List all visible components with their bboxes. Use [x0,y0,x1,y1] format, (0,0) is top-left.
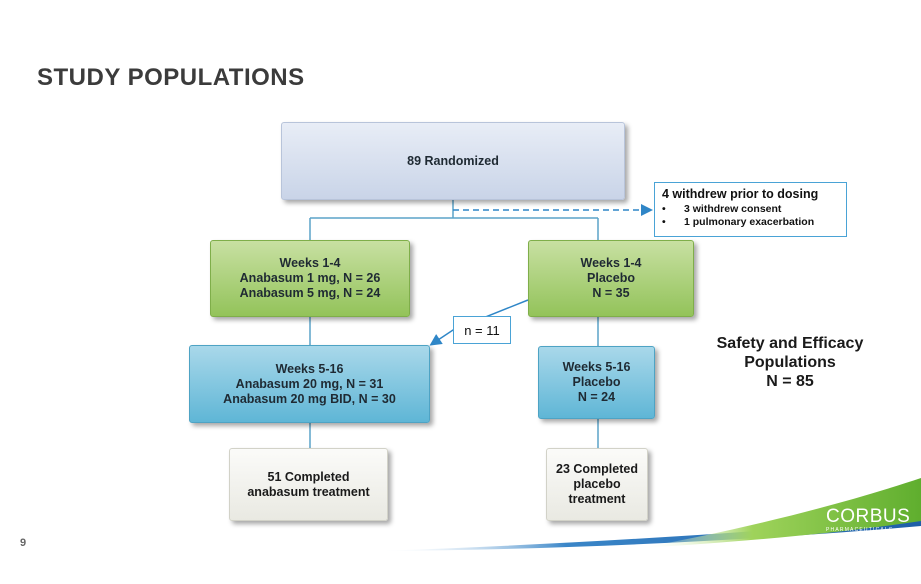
box-line: Anabasum 20 mg, N = 31 [235,376,384,391]
logo-brand: CORBUS [826,506,911,527]
crossover-count-box: n = 11 [453,316,511,344]
box-line: N = 35 [592,286,630,300]
randomized-box: 89 Randomized [281,122,625,200]
placebo-completed-box: 23 Completed placebo treatment [546,448,648,521]
randomized-label: 89 Randomized [407,153,499,168]
safety-line: N = 85 [766,373,814,390]
box-line: treatment [568,492,626,506]
withdrew-item: • 1 pulmonary exacerbation [662,216,839,229]
withdrew-item-text: 1 pulmonary exacerbation [684,216,815,228]
box-line: Weeks 5-16 [562,360,631,374]
withdrew-item: • 3 withdrew consent [662,203,839,216]
active-completed-box: 51 Completed anabasum treatment [229,448,388,521]
withdrew-heading: 4 withdrew prior to dosing [662,187,819,201]
corbus-logo: CORBUS PHARMACEUTICALS [826,506,918,546]
box-line: placebo [573,477,621,491]
box-line: anabasum treatment [247,484,370,499]
safety-line: Safety and Efficacy [716,335,864,352]
bullet-icon: • [662,203,666,215]
withdrew-box: 4 withdrew prior to dosing • 3 withdrew c… [654,182,847,237]
page-title: STUDY POPULATIONS [37,64,305,91]
box-line: Anabasum 5 mg, N = 24 [239,286,381,300]
box-line: 23 Completed [556,462,638,476]
logo-subtitle: PHARMACEUTICALS [826,527,894,533]
active-weeks-5-16-box: Weeks 5-16 Anabasum 20 mg, N = 31 Anabas… [189,345,430,423]
box-line: 51 Completed [267,469,350,484]
box-line: Weeks 1-4 [580,256,642,270]
safety-efficacy-label: Safety and Efficacy Populations N = 85 [700,334,880,391]
box-line: Placebo [587,271,635,285]
box-line: Placebo [572,375,621,389]
withdrew-list: • 3 withdrew consent • 1 pulmonary exacerb… [662,203,839,229]
box-line: Anabasum 20 mg BID, N = 30 [223,391,396,406]
crossover-count: n = 11 [464,322,500,338]
page-number: 9 [20,537,27,549]
box-line: Anabasum 1 mg, N = 26 [239,271,381,285]
placebo-weeks-1-4-box: Weeks 1-4 Placebo N = 35 [528,240,694,317]
withdrew-item-text: 3 withdrew consent [684,203,782,215]
bullet-icon: • [662,216,666,228]
box-line: Weeks 5-16 [275,361,344,376]
active-weeks-1-4-box: Weeks 1-4 Anabasum 1 mg, N = 26 Anabasum… [210,240,410,317]
box-line: N = 24 [577,390,616,404]
placebo-weeks-5-16-box: Weeks 5-16 Placebo N = 24 [538,346,655,419]
footer-green-swoosh [640,478,921,548]
box-line: Weeks 1-4 [279,256,341,270]
safety-line: Populations [744,354,836,371]
